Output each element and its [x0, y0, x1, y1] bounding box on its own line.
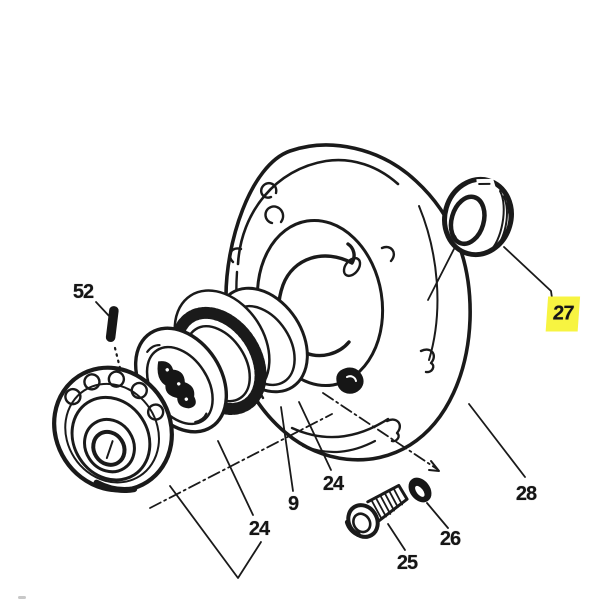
- washer-drawing: [408, 477, 432, 503]
- part-label-24-upper[interactable]: 24: [322, 473, 344, 495]
- leader-27: [503, 246, 553, 299]
- bolt-axis-arrow: [428, 460, 440, 472]
- part-label-52[interactable]: 52: [72, 281, 94, 303]
- seal-drawing: [442, 176, 514, 258]
- hub-drawing: [52, 365, 174, 493]
- leader-52: [95, 301, 111, 318]
- part-label-9[interactable]: 9: [287, 493, 299, 515]
- part-label-26[interactable]: 26: [439, 528, 461, 550]
- leader-9: [280, 406, 294, 492]
- part-label-27-highlighted[interactable]: 27: [545, 296, 581, 332]
- part-label-24-lower[interactable]: 24: [248, 518, 270, 540]
- leader-24-vee: [169, 485, 262, 579]
- centerlines: [149, 392, 438, 509]
- bolt-drawing: [344, 483, 409, 539]
- leader-lines: [95, 246, 553, 579]
- part-label-28[interactable]: 28: [515, 483, 537, 505]
- bolt-axis-line: [322, 392, 438, 470]
- seal-connector-line: [427, 246, 456, 301]
- scan-artifact: [18, 596, 26, 599]
- leader-25: [387, 523, 406, 551]
- leader-26: [426, 502, 449, 529]
- leader-28: [468, 403, 526, 478]
- leader-24-upper: [298, 401, 332, 471]
- leader-24-lower: [217, 440, 254, 516]
- part-label-25[interactable]: 25: [396, 552, 418, 574]
- assembly-axis-line: [149, 413, 333, 509]
